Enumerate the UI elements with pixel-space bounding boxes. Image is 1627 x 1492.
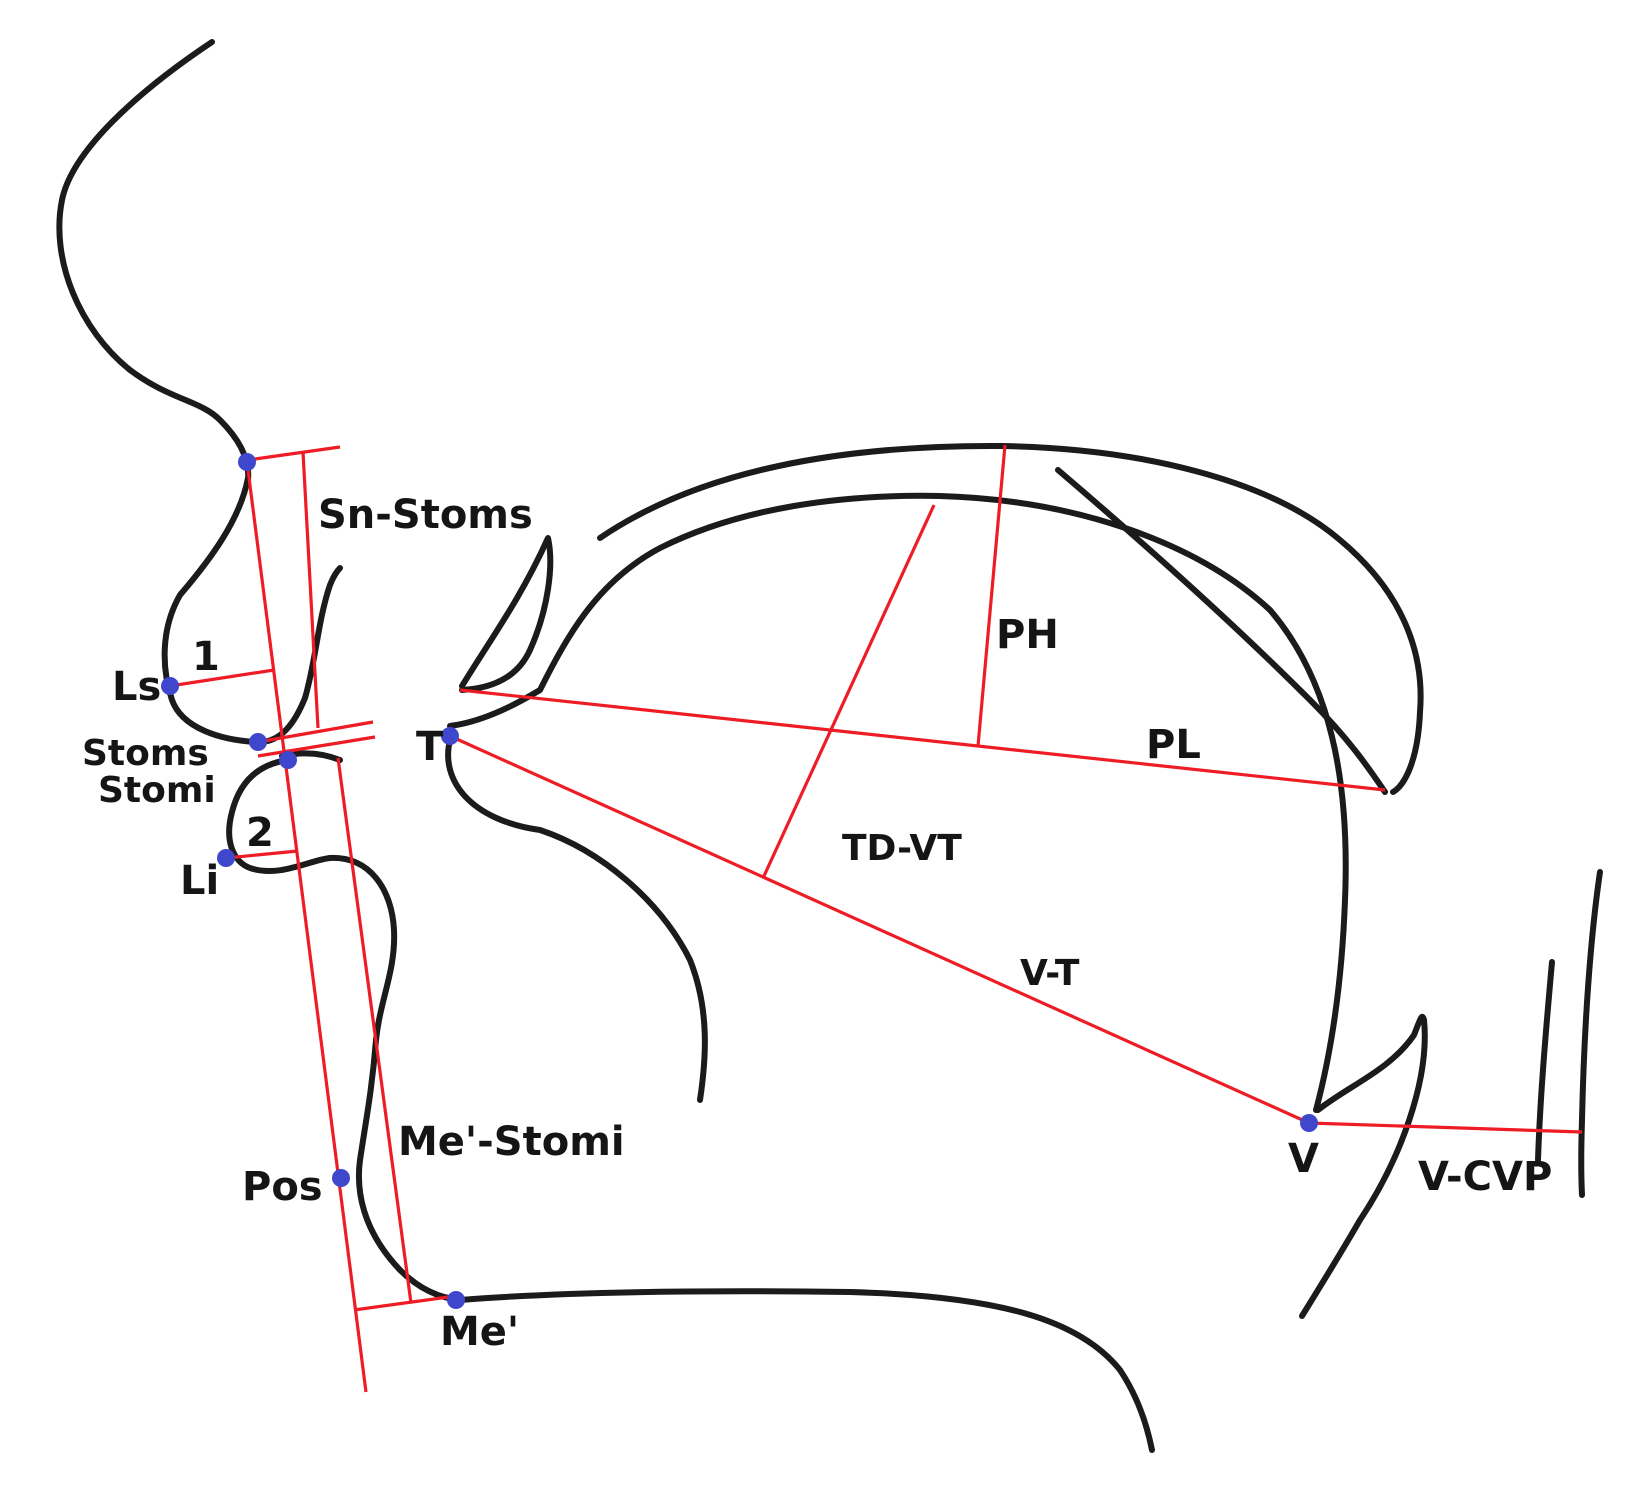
nose-profile-contour (56, 39, 252, 483)
sn-point (238, 453, 256, 471)
me-prime-label: Me' (440, 1309, 519, 1355)
me-stomi-label: Me'-Stomi (398, 1119, 625, 1165)
li-point (217, 849, 235, 867)
pl-line (459, 688, 1386, 792)
tongue-underside-contour (445, 737, 708, 1103)
tongue-palate-contours (445, 442, 1603, 1319)
td-vt-line (762, 504, 936, 877)
upper-lip-thickness-line (169, 668, 275, 688)
stoms-label: Stoms (82, 733, 209, 774)
td-vt-label: TD-VT (842, 828, 962, 869)
stomi-label: Stomi (98, 770, 216, 811)
v-cvp-line (1308, 1121, 1583, 1134)
tongue-tip-upper-contour (459, 535, 554, 693)
sn-stoms-dimension-line (301, 451, 320, 729)
labels: Sn-Stoms 1 Ls Stoms Stomi 2 Li Me'-Stomi… (82, 492, 1552, 1355)
upper-lip-contour (161, 475, 343, 746)
pharyngeal-wall-contour (1299, 1013, 1428, 1319)
v-t-line (449, 734, 1310, 1125)
me-bottom-tick-line (353, 1294, 457, 1312)
pos-label: Pos (242, 1164, 323, 1210)
v-t-label: V-T (1020, 953, 1080, 994)
t-label: T (416, 724, 444, 770)
me-prime-point (447, 1291, 465, 1309)
chin-contour (327, 854, 463, 1303)
stoms-point (249, 733, 267, 751)
stoms-horizontal-line-1 (257, 720, 374, 744)
hard-palate-contour (597, 442, 1424, 795)
v-point (1300, 1114, 1318, 1132)
li-label: Li (180, 858, 219, 904)
stoms-horizontal-line-2 (257, 735, 376, 758)
landmark-points (161, 453, 1318, 1309)
lower-lip-thickness-label: 2 (246, 810, 274, 856)
stomi-point (279, 751, 297, 769)
v-cvp-label: V-CVP (1418, 1154, 1552, 1200)
submental-neck-contour (457, 1288, 1155, 1453)
sn-stoms-top-tick (254, 445, 341, 461)
sn-stoms-label: Sn-Stoms (318, 492, 533, 538)
upper-lip-thickness-label: 1 (192, 634, 220, 680)
me-stomi-dimension-line (336, 757, 413, 1304)
sn-pos-reference-line (245, 461, 368, 1393)
pos-point (332, 1169, 350, 1187)
tongue-dorsum-contour (447, 492, 1349, 1113)
measurement-lines (169, 444, 1583, 1393)
soft-palate-contour (1055, 467, 1388, 795)
cervical-vertebra-line-1 (1535, 959, 1555, 1163)
v-label: V (1288, 1136, 1319, 1182)
ph-line (976, 444, 1007, 747)
ls-point (161, 677, 179, 695)
ph-label: PH (996, 612, 1059, 658)
t-point (441, 727, 459, 745)
ls-label: Ls (112, 664, 161, 710)
lower-lip-thickness-line (225, 849, 299, 860)
pl-label: PL (1146, 722, 1201, 768)
lower-lip-contour (226, 757, 333, 874)
cervical-vertebra-line-2 (1578, 869, 1603, 1198)
